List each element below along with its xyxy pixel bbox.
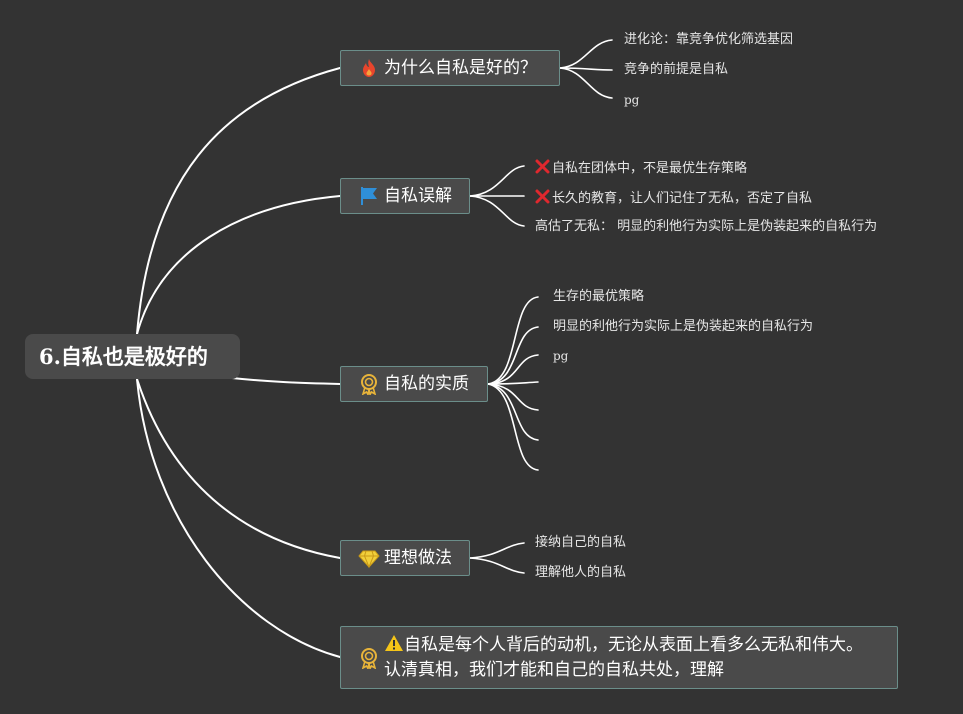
award-icon [361, 647, 377, 669]
link-t2-leaf-3 [469, 195, 525, 227]
leaf-item[interactable]: 接纳自己的自私 [535, 535, 627, 550]
cross-mark-icon [535, 159, 550, 174]
link-root-topic-5 [136, 378, 341, 658]
topic-selfish-essence[interactable]: 自私的实质 [340, 366, 488, 402]
leaf-item[interactable]: 生存的最优策略 [553, 289, 645, 304]
leaf-item[interactable]: 高估了无私： 明显的利他行为实际上是伪装起来的自私行为 [535, 219, 878, 234]
link-t4-leaf-1 [469, 542, 525, 559]
link-t1-leaf-2 [559, 67, 613, 71]
leaf-item[interactable]: 进化论：靠竞争优化筛选基因 [624, 32, 794, 47]
topic-label: 自私误解 [384, 186, 452, 206]
leaf-text: 长久的教育，让人们记住了无私，否定了自私 [552, 191, 813, 206]
link-t1-leaf-3 [559, 67, 613, 99]
fire-icon [363, 59, 375, 77]
link-t3-leaf-7 [487, 383, 539, 471]
leaf-item[interactable]: 自私在团体中，不是最优生存策略 [535, 159, 747, 177]
link-t4-leaf-2 [469, 557, 525, 574]
leaf-item[interactable]: 长久的教育，让人们记住了无私，否定了自私 [535, 189, 812, 207]
topic-ideal-approach[interactable]: 理想做法 [340, 540, 470, 576]
link-t3-leaf-3 [487, 354, 539, 385]
link-t2-leaf-1 [469, 165, 525, 197]
topic-selfish-misunderstanding[interactable]: 自私误解 [340, 178, 470, 214]
leaf-item[interactable]: pg [624, 93, 640, 107]
link-t3-leaf-1 [487, 296, 539, 385]
award-icon [361, 374, 377, 395]
leaf-item[interactable]: 明显的利他行为实际上是伪装起来的自私行为 [553, 319, 814, 334]
leaf-item[interactable]: 竞争的前提是自私 [624, 62, 729, 77]
flag-icon [361, 187, 377, 205]
link-root-topic-2 [136, 195, 341, 335]
topic-label: 为什么自私是好的？ [384, 58, 537, 78]
topic-label: 自私的实质 [384, 374, 469, 394]
topic-label: 自私是每个人背后的动机，无论从表面上看多么无私和伟大。 认清真相，我们才能和自己… [384, 633, 864, 683]
link-root-topic-1 [136, 67, 341, 335]
topic-conclusion[interactable]: 自私是每个人背后的动机，无论从表面上看多么无私和伟大。 认清真相，我们才能和自己… [340, 626, 898, 689]
link-t3-leaf-2 [487, 326, 539, 385]
link-t3-leaf-6 [487, 383, 539, 441]
diamond-icon [358, 550, 380, 569]
link-t1-leaf-1 [559, 39, 613, 69]
warning-icon [385, 634, 403, 651]
leaf-item[interactable]: 理解他人的自私 [535, 565, 627, 580]
root-topic[interactable]: 6.自私也是极好的 [25, 334, 240, 379]
leaf-item[interactable]: pg [553, 349, 569, 363]
topic-why-selfish-good[interactable]: 为什么自私是好的？ [340, 50, 560, 86]
cross-mark-icon [535, 189, 550, 204]
link-root-topic-4 [136, 378, 341, 559]
leaf-text: 自私在团体中，不是最优生存策略 [552, 161, 748, 176]
link-t3-leaf-5 [487, 383, 539, 411]
topic-label-text: 自私是每个人背后的动机，无论从表面上看多么无私和伟大。 认清真相，我们才能和自己… [384, 634, 863, 680]
link-root-topic-3 [231, 377, 341, 385]
topic-label: 理想做法 [384, 548, 452, 568]
